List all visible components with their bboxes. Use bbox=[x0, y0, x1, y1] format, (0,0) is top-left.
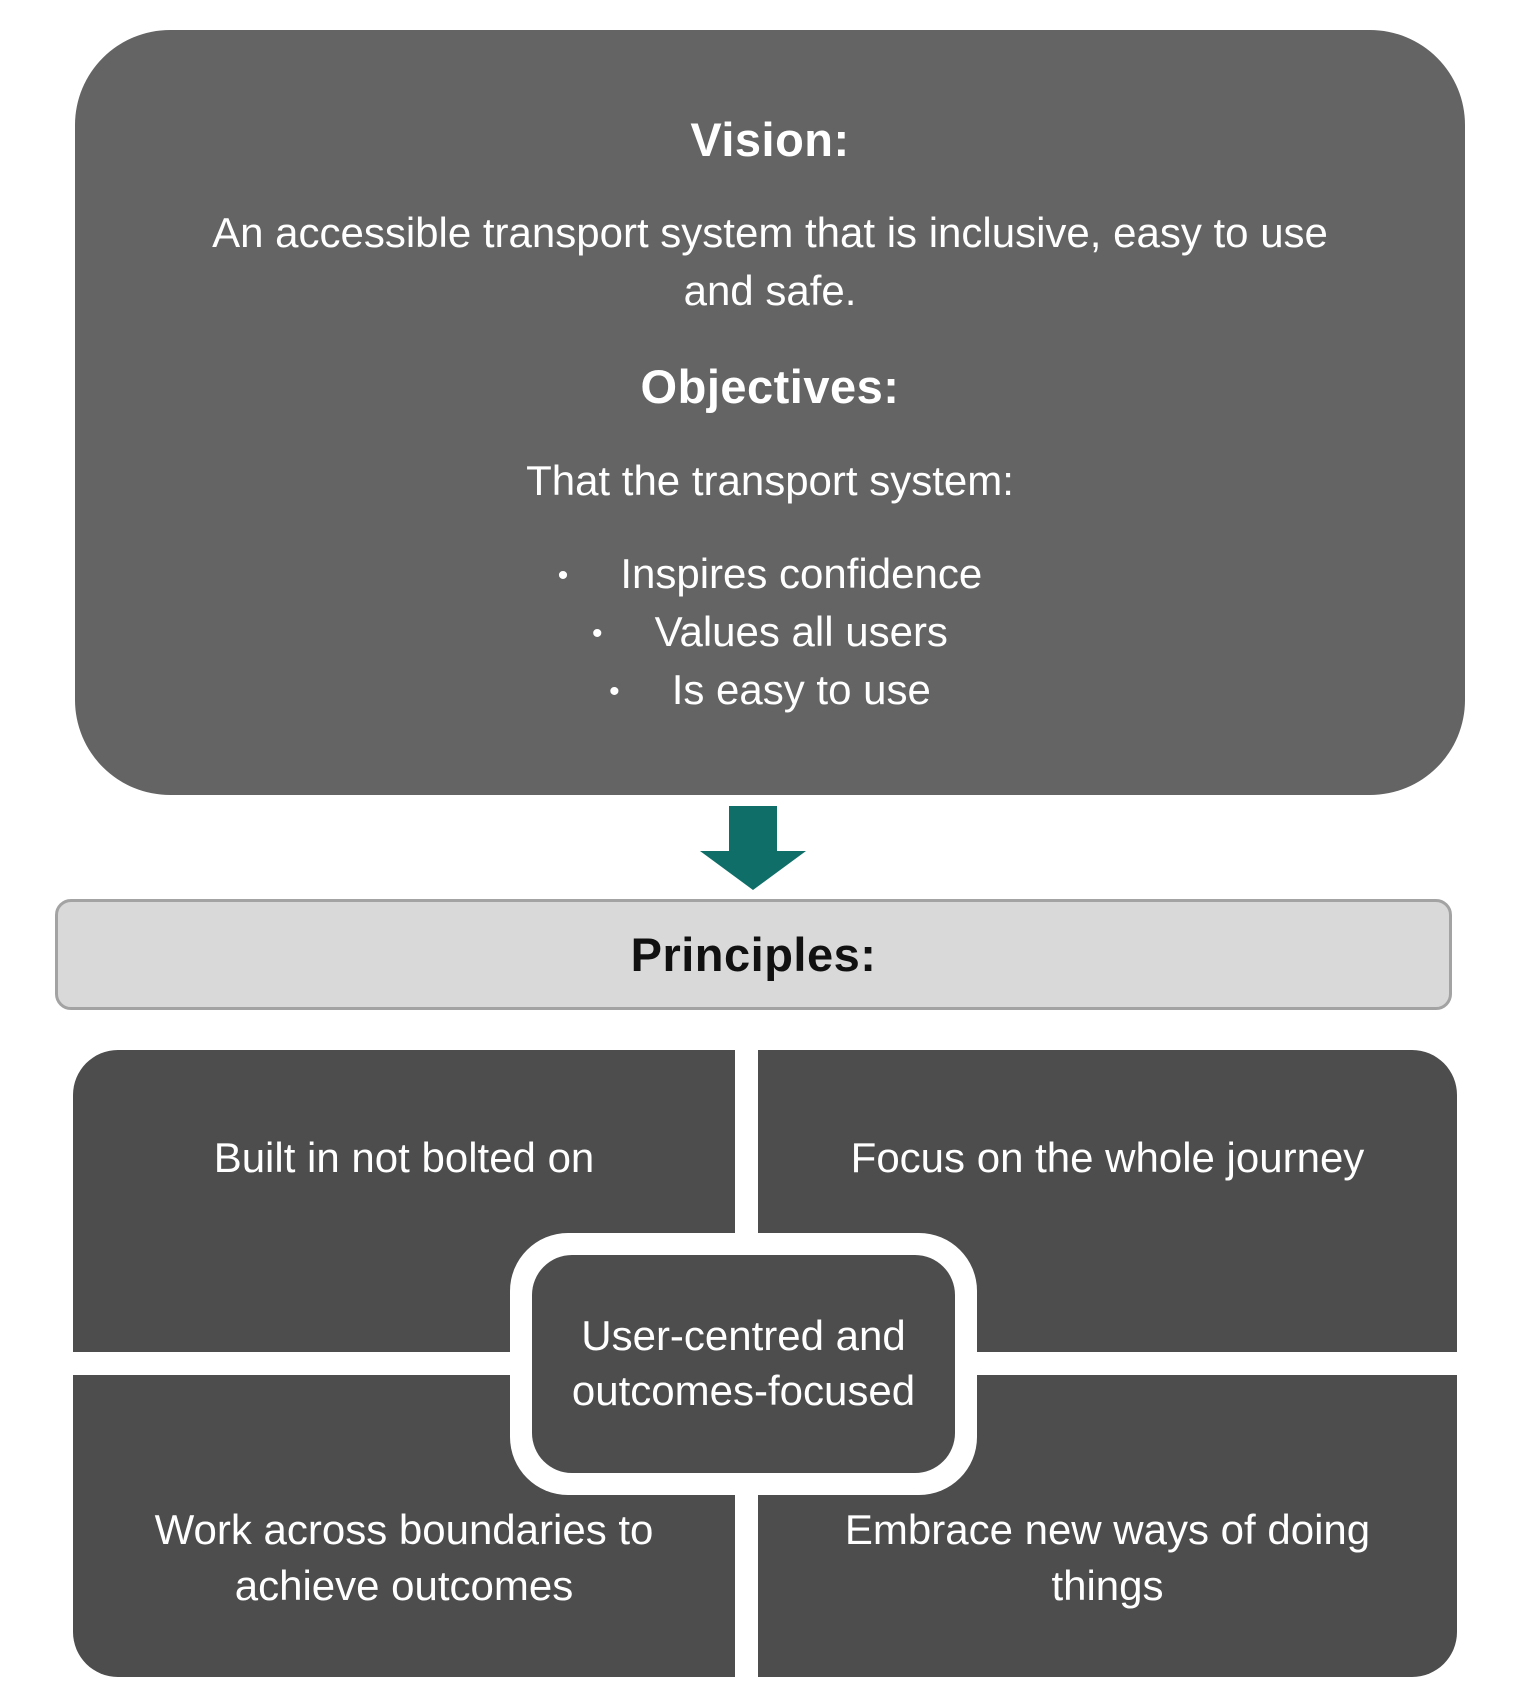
objectives-bullet-list: • Inspires confidence • Values all users… bbox=[558, 545, 982, 719]
vision-text: An accessible transport system that is i… bbox=[212, 209, 1328, 314]
down-arrow-icon bbox=[700, 806, 806, 890]
objectives-heading: Objectives: bbox=[640, 359, 900, 413]
bullet-text: Values all users bbox=[654, 607, 948, 655]
principles-bar: Principles: bbox=[55, 899, 1452, 1010]
principle-box-across-boundaries: Work across boundaries to achieve outcom… bbox=[73, 1375, 735, 1677]
principle-label: Work across boundaries to achieve outcom… bbox=[154, 1506, 654, 1609]
principle-label: User-centred and outcomes-focused bbox=[571, 1312, 916, 1414]
vision-objectives-box: Vision: An accessible transport system t… bbox=[75, 30, 1465, 795]
bullet-text: Inspires confidence bbox=[620, 550, 983, 597]
bullet-item: • Inspires confidence bbox=[558, 545, 982, 603]
principle-box-user-centred: User-centred and outcomes-focused bbox=[510, 1233, 977, 1495]
principle-label: Focus on the whole journey bbox=[850, 1134, 1365, 1182]
objectives-intro: That the transport system: bbox=[526, 457, 1014, 504]
bullet-item: • Values all users bbox=[592, 603, 948, 661]
bullet-icon: • bbox=[592, 616, 603, 650]
principle-label: Embrace new ways of doing things bbox=[844, 1506, 1371, 1609]
vision-heading: Vision: bbox=[690, 113, 850, 166]
bullet-item: • Is easy to use bbox=[609, 661, 931, 719]
bullet-icon: • bbox=[609, 674, 620, 708]
bullet-icon: • bbox=[557, 558, 569, 592]
bullet-text: Is easy to use bbox=[671, 665, 931, 713]
principle-box-built-in: Built in not bolted on bbox=[73, 1050, 735, 1352]
principles-heading: Principles: bbox=[630, 928, 877, 981]
principle-label: Built in not bolted on bbox=[213, 1134, 595, 1182]
principle-box-user-centred-inner: User-centred and outcomes-focused bbox=[532, 1255, 955, 1473]
